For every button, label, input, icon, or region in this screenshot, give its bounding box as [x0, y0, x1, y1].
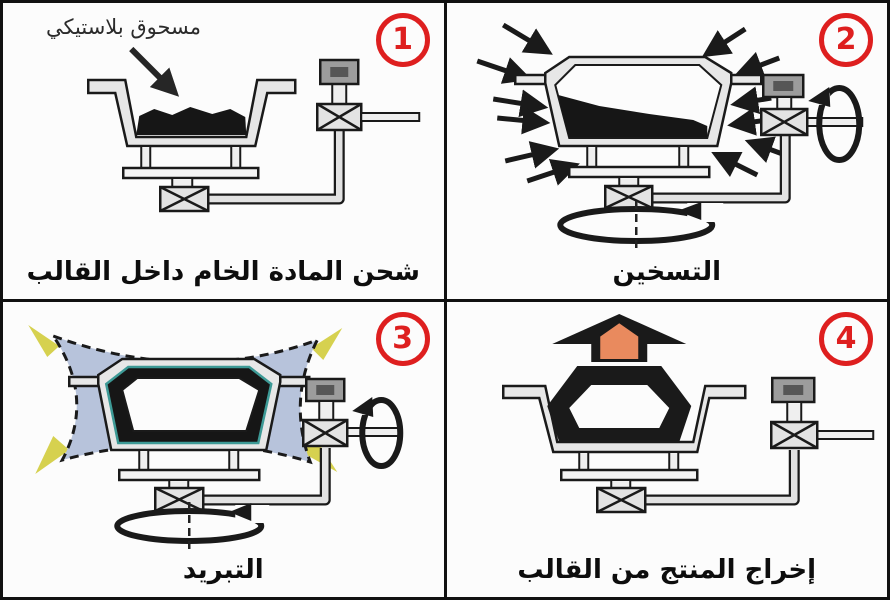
motor-icon — [305, 377, 346, 402]
valve-icon — [603, 184, 653, 210]
step-number: 4 — [835, 320, 857, 356]
panel-4-ejecting: 4 إخراج المنتج من القالب — [446, 301, 887, 597]
step-number: 3 — [392, 320, 413, 356]
step-caption: إخراج المنتج من القالب — [517, 555, 817, 585]
panel-2-heating: 2 التسخين — [446, 3, 887, 299]
cooling-diagram — [28, 324, 404, 550]
valve-icon — [316, 102, 363, 132]
valve-icon — [302, 418, 349, 447]
step-number: 1 — [392, 22, 413, 57]
ejected-part-icon — [597, 320, 640, 361]
motor-icon — [319, 58, 360, 86]
ejecting-diagram — [501, 313, 874, 513]
pour-arrow-icon — [129, 46, 180, 97]
spray-nozzle-icon — [28, 324, 60, 357]
step-caption: شحن المادة الخام داخل القالب — [26, 256, 420, 287]
eject-arrow-icon — [551, 313, 686, 362]
panel-3-cooling: 3 التبريد — [3, 301, 444, 597]
step-caption: التسخين — [612, 256, 722, 287]
charging-diagram — [87, 46, 421, 213]
motor-icon — [761, 73, 804, 99]
rotation-arrow-horizontal-icon — [556, 201, 723, 251]
molded-product-icon — [546, 365, 691, 442]
mold-arm-icon — [603, 73, 863, 210]
plastic-powder — [136, 107, 247, 135]
rotation-arrow-vertical-icon — [807, 85, 862, 163]
valve-icon — [769, 420, 818, 449]
spray-nozzle-icon — [311, 327, 343, 360]
motor-icon — [770, 376, 815, 403]
spray-nozzle-icon — [35, 435, 70, 474]
rotation-arrow-vertical-icon — [352, 396, 404, 469]
valve-icon — [154, 486, 205, 512]
step-number-badge: 1 — [375, 13, 430, 67]
closed-mold-icon — [513, 55, 762, 187]
open-mold-icon — [87, 78, 297, 188]
step-number: 2 — [835, 22, 857, 57]
step-caption: التبريد — [182, 555, 264, 585]
coated-mold-icon — [68, 357, 311, 489]
valve-icon — [759, 107, 808, 137]
melting-powder — [557, 95, 707, 137]
valve-icon — [159, 185, 210, 213]
step-number-badge: 3 — [375, 311, 430, 366]
panel-1-charging: مسحوق بلاستيكي 1 شحن المادة الخام داخل ا… — [3, 3, 444, 299]
valve-icon — [595, 486, 646, 513]
step-number-badge: 2 — [819, 13, 873, 67]
mold-arm-icon — [595, 376, 874, 513]
mold-arm-icon — [159, 58, 421, 213]
rotation-arrow-horizontal-icon — [114, 501, 270, 550]
step-number-badge: 4 — [819, 311, 873, 366]
powder-label: مسحوق بلاستيكي — [45, 15, 202, 39]
heating-diagram — [475, 22, 863, 251]
